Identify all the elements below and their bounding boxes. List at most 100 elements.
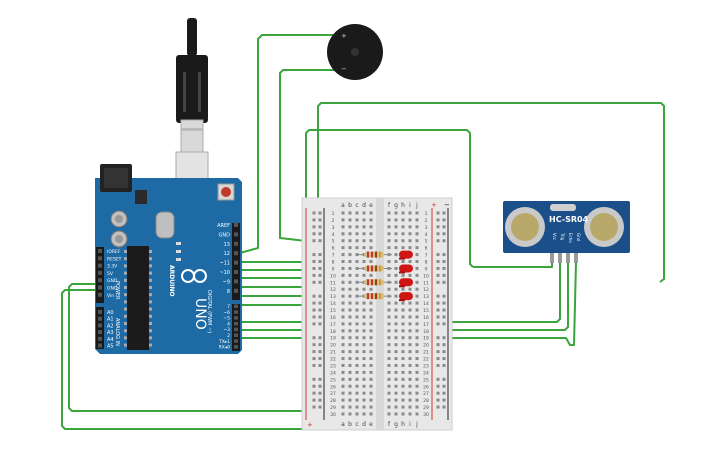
breadboard-hole[interactable] — [415, 218, 419, 222]
rail-hole[interactable] — [442, 398, 446, 402]
breadboard-hole[interactable] — [394, 232, 398, 236]
breadboard-hole[interactable] — [369, 287, 373, 291]
breadboard-hole[interactable] — [348, 280, 352, 284]
breadboard-hole[interactable] — [369, 357, 373, 361]
breadboard-hole[interactable] — [408, 350, 412, 354]
rail-hole[interactable] — [436, 294, 440, 298]
breadboard-hole[interactable] — [348, 336, 352, 340]
rail-hole[interactable] — [312, 357, 316, 361]
rail-hole[interactable] — [312, 294, 316, 298]
breadboard-hole[interactable] — [387, 218, 391, 222]
rail-hole[interactable] — [442, 225, 446, 229]
breadboard-hole[interactable] — [369, 225, 373, 229]
breadboard-hole[interactable] — [394, 363, 398, 367]
rail-hole[interactable] — [436, 343, 440, 347]
header-pin[interactable] — [98, 270, 102, 275]
breadboard-hole[interactable] — [348, 294, 352, 298]
rail-hole[interactable] — [442, 308, 446, 312]
rail-hole[interactable] — [312, 280, 316, 284]
breadboard-hole[interactable] — [408, 246, 412, 250]
breadboard-hole[interactable] — [408, 232, 412, 236]
rail-hole[interactable] — [436, 363, 440, 367]
breadboard-hole[interactable] — [415, 239, 419, 243]
breadboard-hole[interactable] — [355, 384, 359, 388]
breadboard-hole[interactable] — [387, 357, 391, 361]
breadboard-hole[interactable] — [362, 357, 366, 361]
rail-hole[interactable] — [312, 239, 316, 243]
breadboard-hole[interactable] — [401, 405, 405, 409]
rail-hole[interactable] — [312, 232, 316, 236]
breadboard-hole[interactable] — [362, 370, 366, 374]
breadboard-hole[interactable] — [355, 322, 359, 326]
breadboard-hole[interactable] — [341, 218, 345, 222]
breadboard-hole[interactable] — [341, 301, 345, 305]
breadboard-hole[interactable] — [401, 336, 405, 340]
header-pin[interactable] — [234, 316, 238, 320]
breadboard-hole[interactable] — [387, 329, 391, 333]
breadboard-hole[interactable] — [415, 391, 419, 395]
rail-hole[interactable] — [442, 405, 446, 409]
breadboard-hole[interactable] — [415, 405, 419, 409]
rail-hole[interactable] — [442, 343, 446, 347]
rail-hole[interactable] — [318, 280, 322, 284]
sensor-pin[interactable] — [574, 253, 578, 263]
breadboard-hole[interactable] — [394, 211, 398, 215]
rail-hole[interactable] — [318, 225, 322, 229]
breadboard-hole[interactable] — [348, 266, 352, 270]
breadboard-hole[interactable] — [355, 273, 359, 277]
breadboard-hole[interactable] — [415, 412, 419, 416]
rail-hole[interactable] — [436, 239, 440, 243]
breadboard-hole[interactable] — [341, 232, 345, 236]
breadboard-hole[interactable] — [348, 405, 352, 409]
breadboard-hole[interactable] — [415, 211, 419, 215]
wire-buzzer-minus[interactable] — [279, 69, 342, 243]
header-pin[interactable] — [98, 330, 102, 335]
rail-hole[interactable] — [436, 336, 440, 340]
breadboard-hole[interactable] — [348, 308, 352, 312]
breadboard-hole[interactable] — [341, 329, 345, 333]
breadboard-hole[interactable] — [401, 377, 405, 381]
breadboard-hole[interactable] — [387, 260, 391, 264]
wire-5v-loop[interactable] — [68, 283, 310, 412]
breadboard-hole[interactable] — [415, 357, 419, 361]
header-pin[interactable] — [98, 343, 102, 348]
breadboard-hole[interactable] — [394, 218, 398, 222]
breadboard-hole[interactable] — [362, 273, 366, 277]
header-pin[interactable] — [98, 336, 102, 341]
breadboard-hole[interactable] — [387, 391, 391, 395]
breadboard-hole[interactable] — [362, 329, 366, 333]
breadboard-hole[interactable] — [369, 273, 373, 277]
rail-hole[interactable] — [442, 280, 446, 284]
rail-hole[interactable] — [436, 280, 440, 284]
breadboard-hole[interactable] — [341, 377, 345, 381]
header-pin[interactable] — [234, 339, 238, 343]
breadboard-hole[interactable] — [341, 246, 345, 250]
rail-hole[interactable] — [436, 225, 440, 229]
breadboard-hole[interactable] — [341, 350, 345, 354]
rail-hole[interactable] — [312, 273, 316, 277]
sensor-pin[interactable] — [566, 253, 570, 263]
rail-hole[interactable] — [436, 232, 440, 236]
header-pin[interactable] — [98, 285, 102, 290]
breadboard-hole[interactable] — [341, 266, 345, 270]
rail-hole[interactable] — [312, 322, 316, 326]
breadboard-hole[interactable] — [408, 211, 412, 215]
rail-hole[interactable] — [312, 266, 316, 270]
rail-hole[interactable] — [318, 350, 322, 354]
breadboard-hole[interactable] — [408, 260, 412, 264]
wire-pin1-sensor[interactable] — [240, 261, 577, 346]
breadboard-hole[interactable] — [348, 350, 352, 354]
rail-hole[interactable] — [436, 308, 440, 312]
breadboard-hole[interactable] — [355, 357, 359, 361]
breadboard-hole[interactable] — [408, 391, 412, 395]
header-pin[interactable] — [98, 263, 102, 268]
rail-hole[interactable] — [318, 294, 322, 298]
piezo-buzzer[interactable]: + − — [327, 24, 383, 80]
red-led[interactable] — [399, 278, 413, 287]
breadboard-hole[interactable] — [341, 391, 345, 395]
breadboard-hole[interactable] — [341, 260, 345, 264]
rail-hole[interactable] — [312, 363, 316, 367]
breadboard-hole[interactable] — [408, 218, 412, 222]
breadboard-hole[interactable] — [408, 363, 412, 367]
